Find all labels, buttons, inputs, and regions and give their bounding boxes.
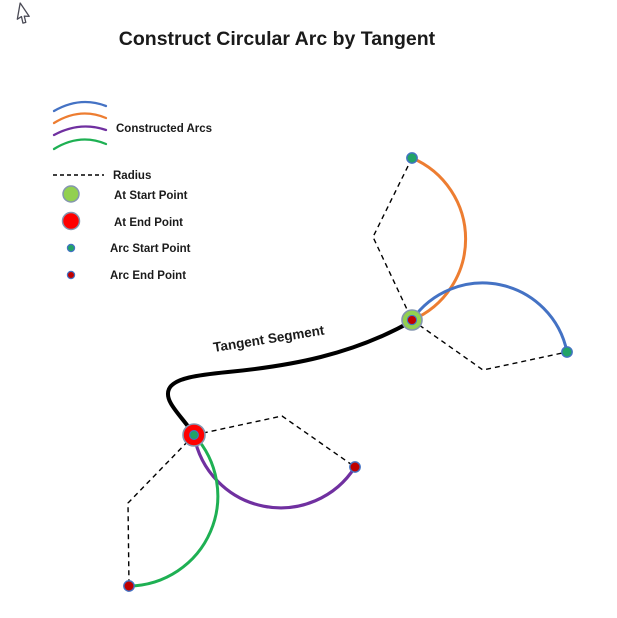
arc-end-point-bottom [123, 580, 135, 592]
radius-line-orange-arc [372, 157, 413, 321]
legend-at-end-marker [61, 211, 81, 231]
tangent-segment-label: Tangent Segment [212, 323, 326, 355]
legend-label-radius: Radius [113, 170, 151, 182]
tangent-segment-curve [165, 319, 414, 437]
legend-label-constructed-arcs: Constructed Arcs [116, 123, 212, 135]
legend-label-at-start: At Start Point [114, 190, 188, 202]
arc-end-point-right [349, 461, 361, 473]
construction-figure: Tangent Segment [123, 152, 573, 592]
diagram-title: Construct Circular Arc by Tangent [119, 28, 436, 50]
constructed-arc-orange [410, 156, 468, 322]
at-start-inner-arc-end-dot [406, 314, 418, 326]
legend-arc-blue-icon [52, 100, 108, 113]
constructed-arc-green [127, 433, 220, 588]
legend-swatch-constructed-arcs [52, 100, 108, 151]
legend-label-at-end: At End Point [114, 217, 183, 229]
legend-at-start-marker [62, 185, 80, 203]
legend-arc-start-marker [66, 243, 76, 253]
at-end-inner-arc-start-dot [189, 430, 199, 440]
radius-lines [127, 157, 568, 587]
arc-start-point-right [561, 346, 573, 358]
legend-label-arc-start: Arc Start Point [110, 243, 191, 255]
legend-arc-orange-icon [52, 112, 108, 125]
radius-line-green-arc [127, 434, 195, 587]
legend-arc-purple-icon [52, 125, 108, 137]
legend-arc-green-icon [52, 138, 108, 151]
legend-label-arc-end: Arc End Point [110, 270, 186, 282]
arc-start-point-top [406, 152, 418, 164]
legend: Constructed Arcs Radius At Start Point A… [52, 100, 212, 282]
radius-line-purple-arc [193, 415, 356, 468]
constructed-arc-blue [410, 281, 569, 354]
radius-line-blue-arc [411, 319, 568, 371]
constructed-arc-purple [192, 433, 357, 510]
legend-arc-end-marker [66, 270, 76, 280]
arrow-cursor-icon [16, 2, 30, 24]
